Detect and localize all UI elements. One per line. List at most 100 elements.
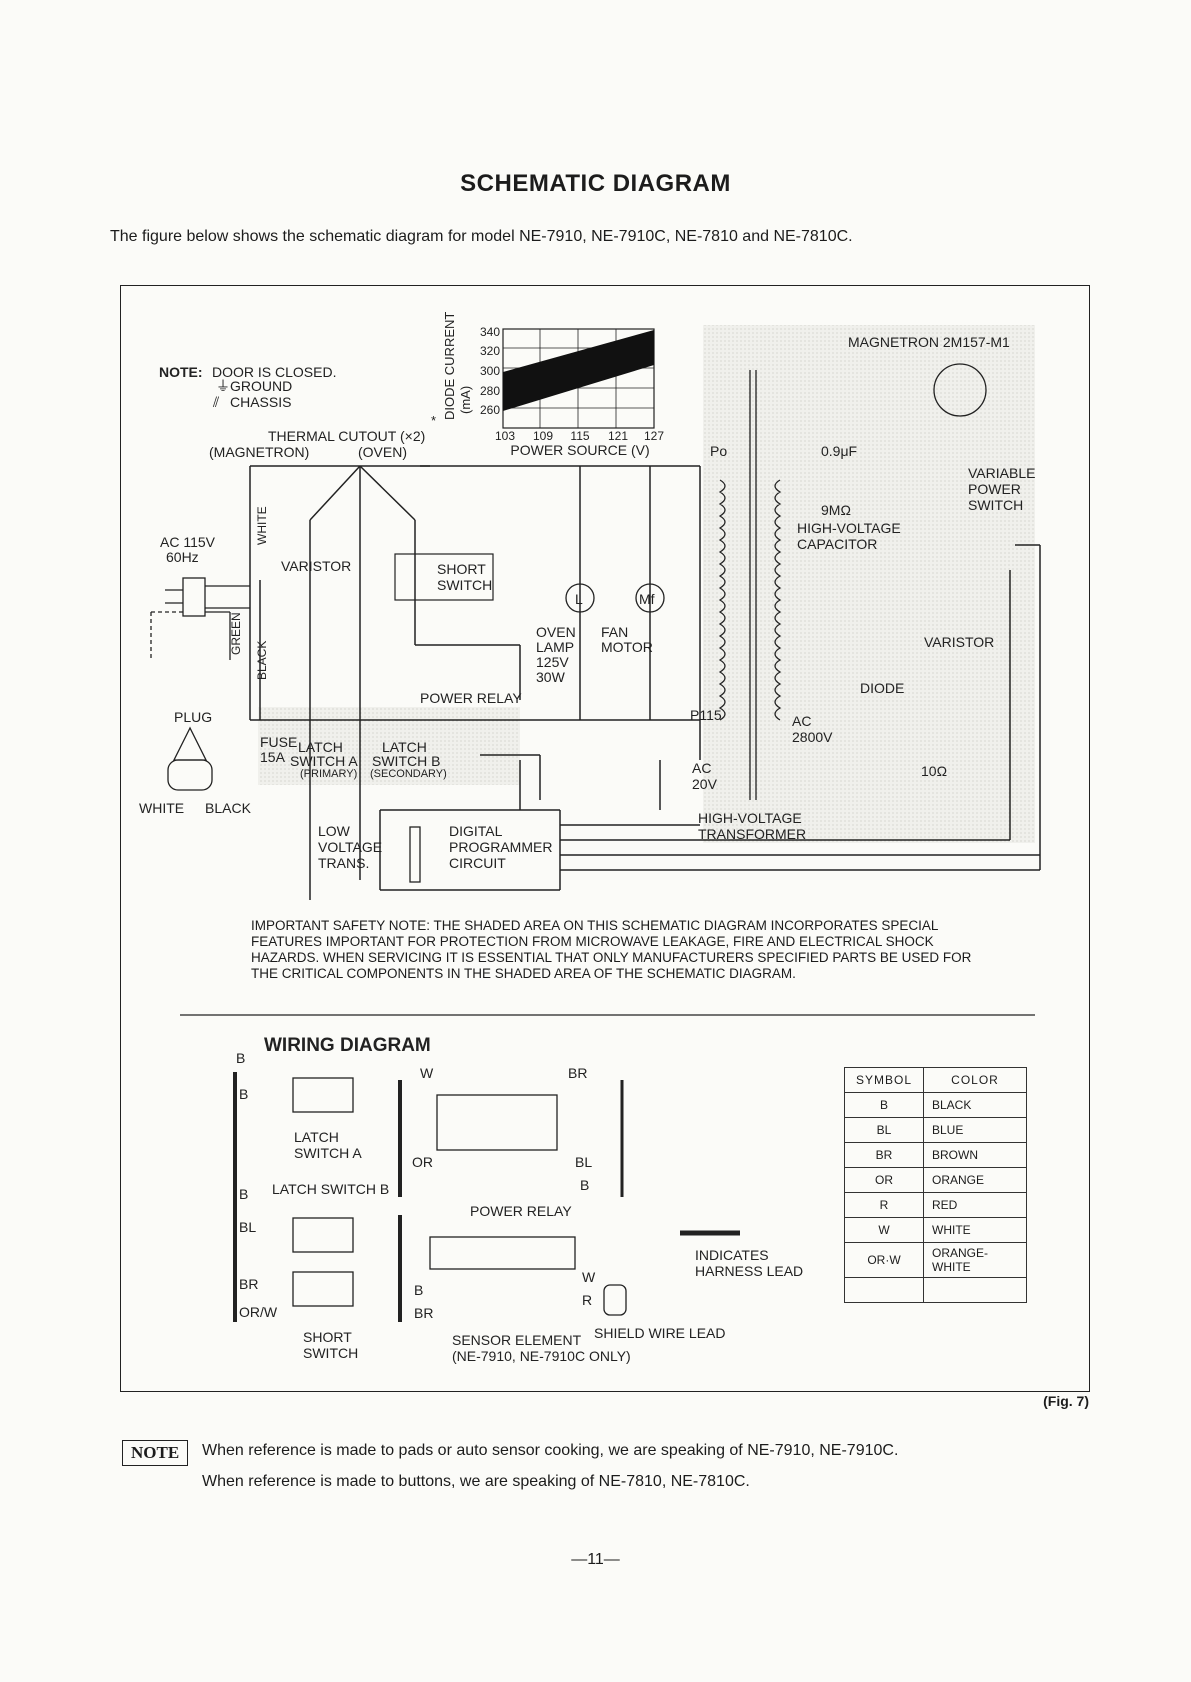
wire-b-label: B <box>239 1086 248 1102</box>
ac20-label: AC <box>692 760 711 776</box>
table-cell: OR <box>844 1167 924 1193</box>
page-title: SCHEMATIC DIAGRAM <box>460 170 731 197</box>
oven-lamp-label: 125V <box>536 654 569 670</box>
variable-power-label: POWER <box>968 481 1021 497</box>
latch-a-label: SWITCH A <box>290 753 358 769</box>
note-door: DOOR IS CLOSED. <box>212 364 336 380</box>
wire-r-label: R <box>582 1292 592 1308</box>
latch-a-label: (PRIMARY) <box>300 768 357 780</box>
latch-b-label: (SECONDARY) <box>370 768 447 780</box>
wire-bl-label: BL <box>239 1219 256 1235</box>
graph-asterisk: * <box>431 413 436 428</box>
note-tag: NOTE <box>122 1440 189 1466</box>
latch-b-label: LATCH <box>382 739 427 755</box>
wire-b-label: B <box>239 1186 248 1202</box>
x-tick: 115 <box>570 429 589 443</box>
fan-motor-label: MOTOR <box>601 639 653 655</box>
harness-label: INDICATES <box>695 1247 769 1263</box>
note-text: When reference is made to buttons, we ar… <box>202 1473 750 1490</box>
plug-symbol-icon <box>150 577 250 791</box>
table-cell: B <box>844 1092 924 1118</box>
thermal-magnetron-label: (MAGNETRON) <box>209 444 309 460</box>
digital-label: CIRCUIT <box>449 855 506 871</box>
wiring-latch-a-label: LATCH <box>294 1129 339 1145</box>
table-cell: ORANGE-WHITE <box>923 1242 1027 1278</box>
note-chassis: CHASSIS <box>230 394 291 410</box>
wiring-latch-b-label: LATCH SWITCH B <box>272 1181 389 1197</box>
power-relay-label: POWER RELAY <box>420 690 522 706</box>
resistor-value-label: 9MΩ <box>821 502 851 518</box>
note-text: When reference is made to pads or auto s… <box>202 1442 899 1459</box>
wire-or-label: OR <box>412 1154 433 1170</box>
p115-label: P115 <box>690 707 722 723</box>
table-cell: BLACK <box>923 1092 1027 1118</box>
wire-w-label: W <box>420 1065 434 1081</box>
short-switch-label: SHORT <box>437 561 486 577</box>
y-tick: 300 <box>480 364 500 378</box>
note-prefix: NOTE: <box>159 364 203 380</box>
table-cell: ORANGE <box>923 1167 1027 1193</box>
sensor-label: (NE-7910, NE-7910C ONLY) <box>452 1348 631 1364</box>
transformer-coil-icon <box>409 363 987 883</box>
wire-b-label: B <box>236 1050 245 1066</box>
chassis-symbol-icon: ⫽ <box>212 394 220 410</box>
wiring-short-label: SHORT <box>303 1329 352 1345</box>
wire-w-label: W <box>582 1269 596 1285</box>
wire-orw-label: OR/W <box>239 1304 278 1320</box>
hv-transformer-label: TRANSFORMER <box>698 826 806 842</box>
thermal-label: THERMAL CUTOUT (×2) <box>268 428 425 444</box>
magnetron-label: MAGNETRON 2M157-M1 <box>848 334 1010 350</box>
wire-br-label: BR <box>414 1305 433 1321</box>
oven-lamp-label: OVEN <box>536 624 576 640</box>
hv-capacitor-label: CAPACITOR <box>797 536 877 552</box>
table-cell: R <box>844 1192 924 1218</box>
diagram-frame <box>120 285 1090 1392</box>
wire-b-label: B <box>580 1177 589 1193</box>
y-tick: 260 <box>480 403 500 417</box>
graph-xlabel: POWER SOURCE (V) <box>510 442 649 458</box>
wire-black-label: BLACK <box>255 641 269 680</box>
varistor-label: VARISTOR <box>281 558 351 574</box>
wire-br-label: BR <box>239 1276 258 1292</box>
ac2800-label: 2800V <box>792 729 833 745</box>
table-cell: OR·W <box>844 1242 924 1278</box>
resistor10-label: 10Ω <box>921 763 947 779</box>
page-number: —11— <box>571 1551 620 1568</box>
graph-yunit: (mA) <box>458 386 473 414</box>
circuit-wires <box>249 465 1041 900</box>
plug-label: PLUG <box>174 709 212 725</box>
capacitor-value-label: 0.9μF <box>821 443 857 459</box>
ac-label: AC 115V <box>160 534 216 550</box>
ground-symbol-icon: ⏚ <box>216 378 230 394</box>
table-header: COLOR <box>923 1067 1027 1093</box>
wire-b-label: B <box>414 1282 423 1298</box>
variable-power-label: VARIABLE <box>968 465 1035 481</box>
oven-lamp-label: LAMP <box>536 639 574 655</box>
table-cell: BLUE <box>923 1117 1027 1143</box>
wiring-short-label: SWITCH <box>303 1345 358 1361</box>
table-cell: W <box>844 1217 924 1243</box>
intro-text: The figure below shows the schematic dia… <box>110 228 853 245</box>
short-switch-label: SWITCH <box>437 577 492 593</box>
table-cell <box>923 1277 1027 1303</box>
ac-freq-label: 60Hz <box>166 549 199 565</box>
low-voltage-label: TRANS. <box>318 855 369 871</box>
x-tick: 103 <box>495 429 515 443</box>
wire-br-label: BR <box>568 1065 587 1081</box>
plug-black-label: BLACK <box>205 800 252 816</box>
fan-symbol-icon: Mf <box>639 591 655 607</box>
note-ground: GROUND <box>230 378 292 394</box>
table-cell: BROWN <box>923 1142 1027 1168</box>
fuse-label: 15A <box>260 749 286 765</box>
thermal-oven-label: (OVEN) <box>358 444 407 460</box>
digital-label: PROGRAMMER <box>449 839 552 855</box>
fan-motor-label: FAN <box>601 624 628 640</box>
oven-lamp-label: 30W <box>536 669 566 685</box>
wire-green-label: GREEN <box>229 612 243 655</box>
